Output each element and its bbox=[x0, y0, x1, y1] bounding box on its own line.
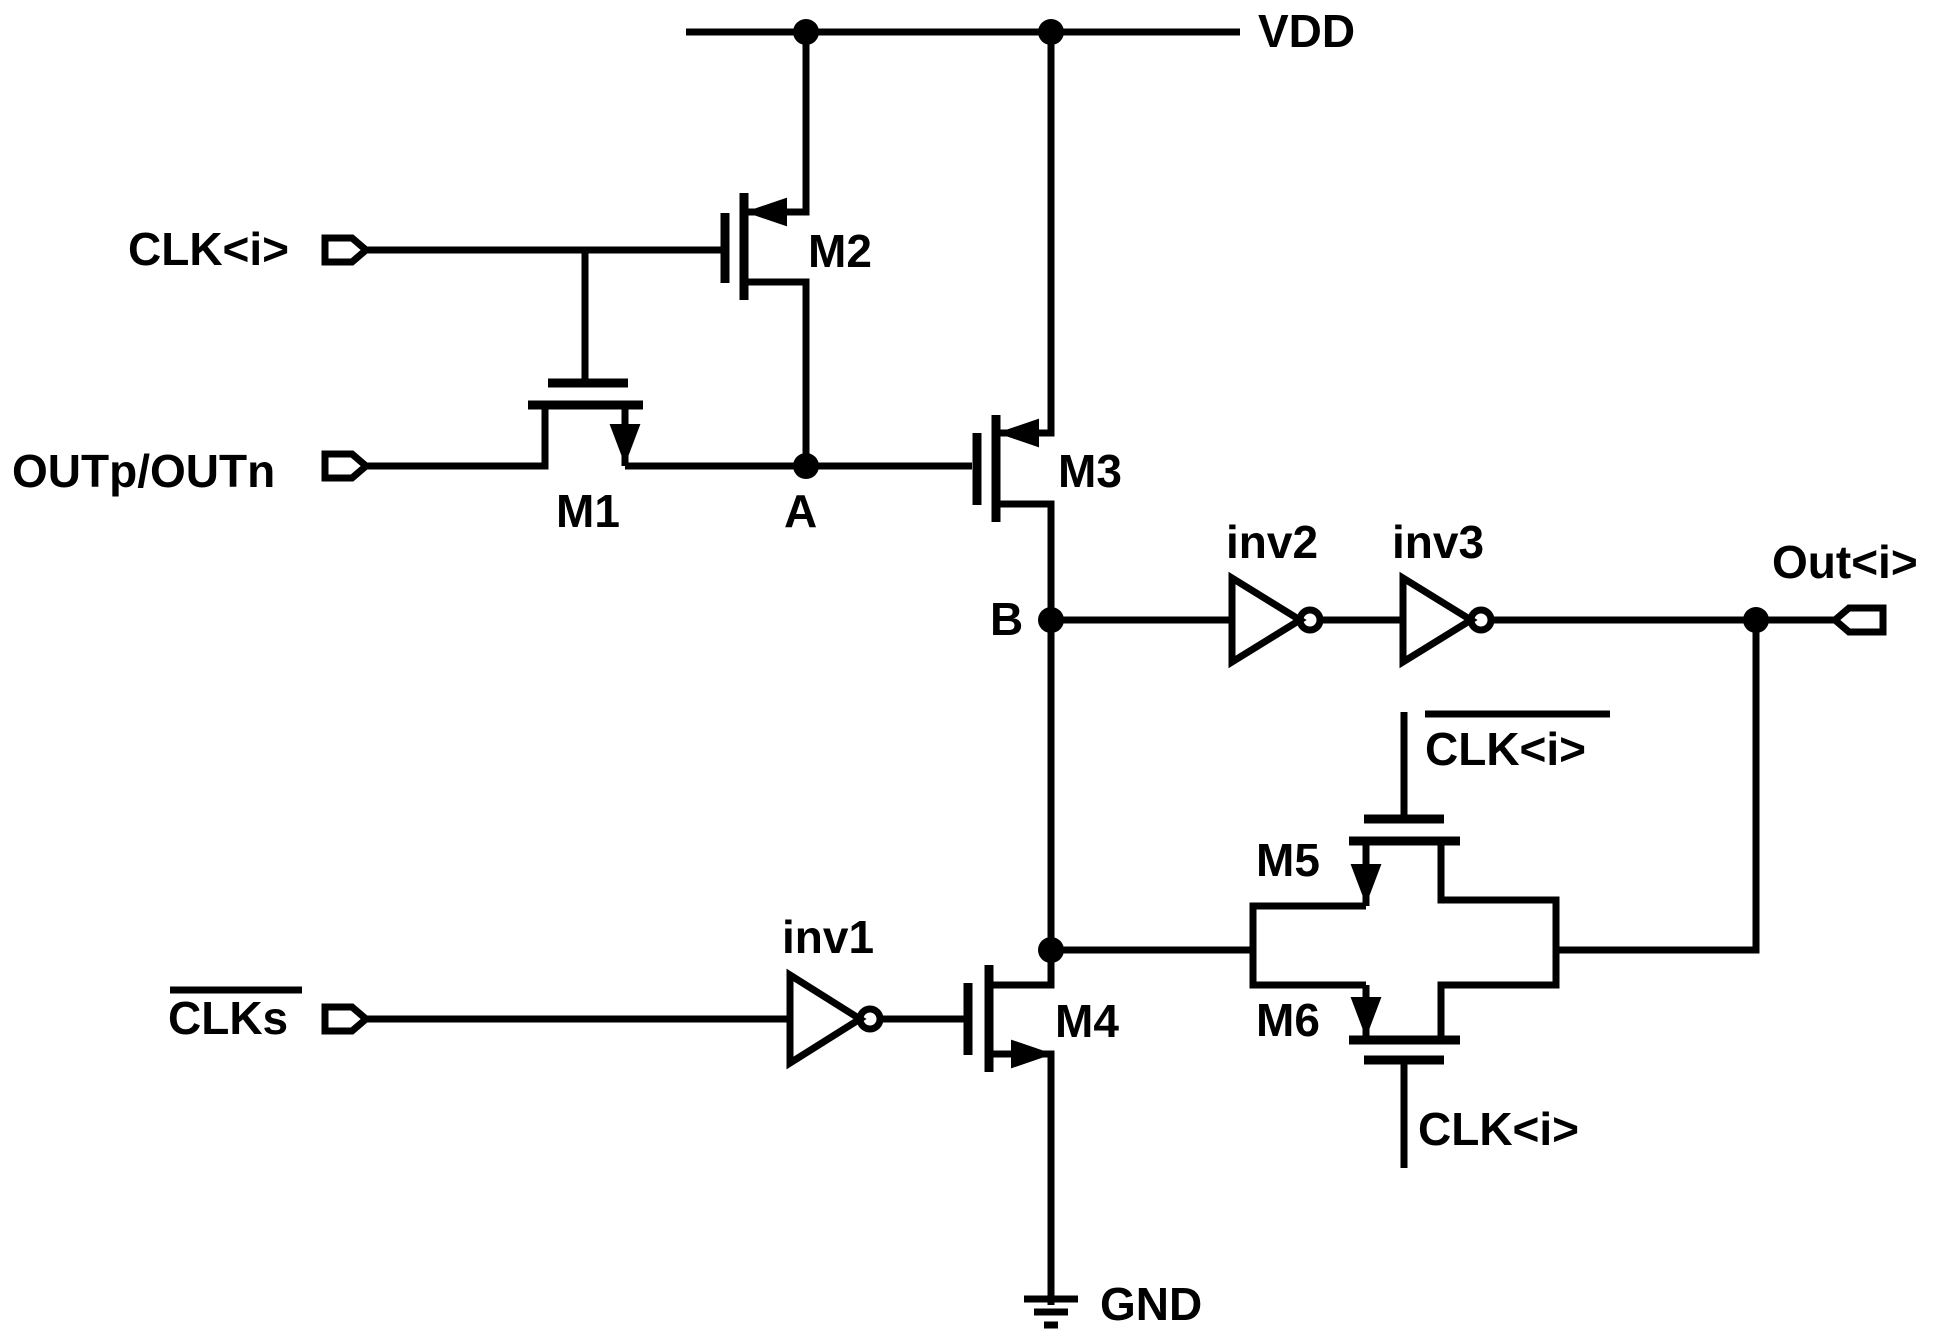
out-pn-label: OUTp/OUTn bbox=[12, 445, 275, 497]
transistor-m6: M6 CLK<i> bbox=[1256, 985, 1579, 1168]
inv3-label: inv3 bbox=[1392, 516, 1484, 568]
node-b: B bbox=[990, 593, 1064, 645]
vdd-rail: VDD bbox=[686, 5, 1355, 57]
vdd-label: VDD bbox=[1258, 5, 1355, 57]
m3-label: M3 bbox=[1058, 445, 1122, 497]
m2-label: M2 bbox=[808, 225, 872, 277]
clk-input-port[interactable]: CLK<i> bbox=[128, 223, 725, 275]
m4-label: M4 bbox=[1055, 995, 1119, 1047]
gnd-label: GND bbox=[1100, 1278, 1202, 1330]
node-b-label: B bbox=[990, 593, 1023, 645]
inverter-inv3: inv3 bbox=[1392, 516, 1835, 669]
inverter-inv2: inv2 bbox=[1051, 516, 1403, 669]
feedback-wire bbox=[1556, 620, 1760, 954]
m6-label: M6 bbox=[1256, 994, 1320, 1046]
transistor-m1: M1 bbox=[366, 250, 972, 537]
inv2-label: inv2 bbox=[1226, 516, 1318, 568]
transistor-m4: M4 bbox=[963, 950, 1119, 1305]
m6-gate-label: CLK<i> bbox=[1418, 1103, 1579, 1155]
transistor-m5: M5 CLK<i> bbox=[1249, 710, 1610, 1040]
m5-label: M5 bbox=[1256, 834, 1320, 886]
m5-gate-label: CLK<i> bbox=[1425, 723, 1586, 775]
inverter-inv1: inv1 bbox=[782, 911, 968, 1070]
transistor-m3: M3 bbox=[972, 32, 1122, 940]
node-a: A bbox=[784, 453, 819, 537]
out-i-label: Out<i> bbox=[1772, 536, 1918, 588]
mid-node bbox=[1038, 937, 1253, 963]
transistor-m2: M2 bbox=[720, 32, 872, 466]
out-pn-port[interactable]: OUTp/OUTn bbox=[12, 445, 372, 497]
node-a-label: A bbox=[784, 485, 817, 537]
clk-input-label: CLK<i> bbox=[128, 223, 289, 275]
m1-label: M1 bbox=[556, 485, 620, 537]
inv1-label: inv1 bbox=[782, 911, 874, 963]
clks-bar-label: CLKs bbox=[168, 992, 288, 1044]
out-i-port[interactable]: Out<i> bbox=[1743, 536, 1918, 636]
gnd-symbol: GND bbox=[1024, 1278, 1202, 1330]
clks-bar-port[interactable]: CLKs bbox=[168, 986, 790, 1044]
